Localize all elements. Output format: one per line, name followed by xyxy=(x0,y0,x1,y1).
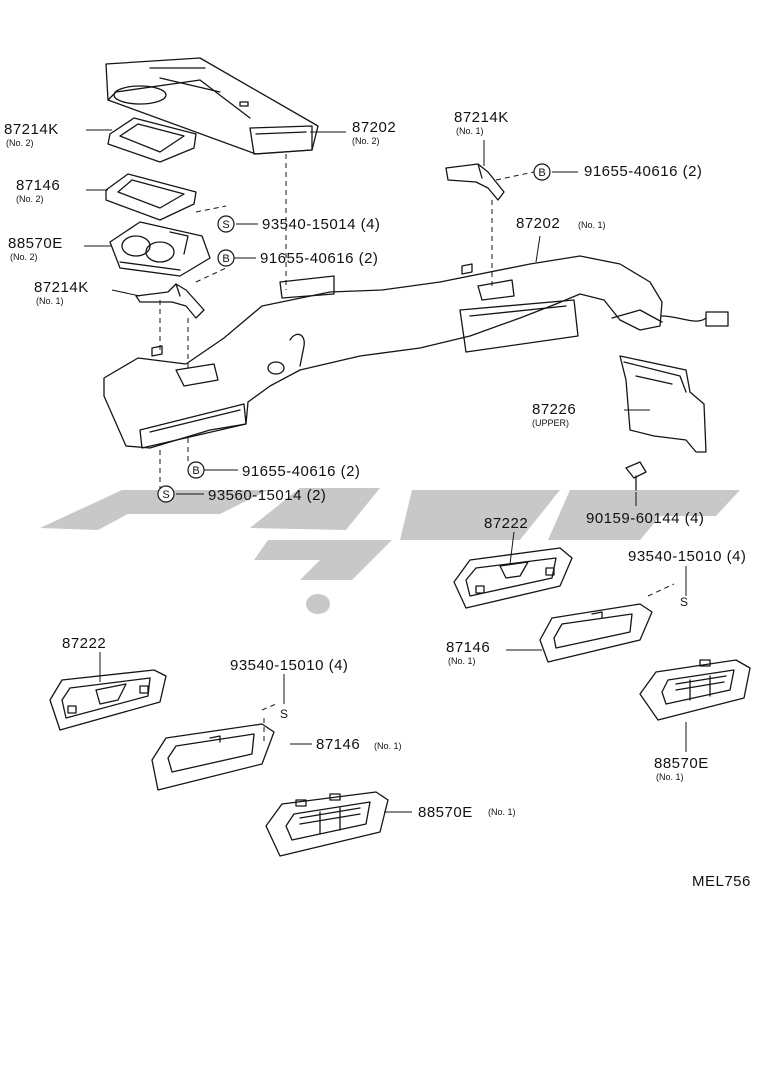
label-88570e-no2-sub: (No. 2) xyxy=(10,252,38,262)
register-88570e-no2 xyxy=(109,221,211,277)
label-88570e-no2: 88570E xyxy=(8,235,63,252)
label-screw-bottom: 93560-15014 (2) xyxy=(208,487,326,504)
register-88570e-no1-bottom xyxy=(265,791,389,857)
label-87214k-no2: 87214K xyxy=(4,121,59,138)
label-87146-no1-right-sub: (No. 1) xyxy=(448,656,476,666)
gasket-87146-no2 xyxy=(105,173,197,221)
clip-90159-60144 xyxy=(625,461,647,491)
label-87202-no1: 87202 xyxy=(516,215,560,232)
label-bolt-bottom: 91655-40616 (2) xyxy=(242,463,360,480)
label-87202-no2: 87202 xyxy=(352,119,396,136)
label-87222-left: 87222 xyxy=(62,635,106,652)
label-screw-left: 93540-15010 (4) xyxy=(230,657,348,674)
label-87222-right: 87222 xyxy=(484,515,528,532)
bezel-87222-right xyxy=(453,547,573,609)
bolt-symbol-top-right: B xyxy=(533,163,551,181)
label-87214k-no1-left: 87214K xyxy=(34,279,89,296)
watermark-logo xyxy=(40,488,740,614)
label-87202-no2-sub: (No. 2) xyxy=(352,136,380,146)
duct-87226-upper xyxy=(619,355,707,453)
svg-text:B: B xyxy=(222,253,229,265)
svg-text:B: B xyxy=(538,167,545,179)
screw-symbol-left: S xyxy=(280,707,288,721)
label-87214k-no1-right: 87214K xyxy=(454,109,509,126)
label-87202-no1-sub: (No. 1) xyxy=(578,220,606,230)
drawing-code: MEL756 xyxy=(692,873,751,890)
label-87146-no1-right: 87146 xyxy=(446,639,490,656)
screw-symbol-top: S xyxy=(217,215,235,233)
label-87146-no2-sub: (No. 2) xyxy=(16,194,44,204)
gasket-87146-no1-left xyxy=(151,723,275,791)
label-88570e-no1-right-sub: (No. 1) xyxy=(656,772,684,782)
watermark-shape-2 xyxy=(250,488,380,530)
screw-symbol-right: S xyxy=(680,595,688,609)
label-screw-top: 93540-15014 (4) xyxy=(262,216,380,233)
label-87146-no1-left: 87146 xyxy=(316,736,360,753)
gasket-87146-no1-right xyxy=(539,603,653,663)
assembly-lines xyxy=(159,154,675,742)
label-87214k-no2-sub: (No. 2) xyxy=(6,138,34,148)
bolt-symbol-bottom: B xyxy=(187,461,205,479)
watermark-shape-3 xyxy=(254,540,392,580)
bracket-87214k-no1-left xyxy=(135,283,205,319)
label-screw-right: 93540-15010 (4) xyxy=(628,548,746,565)
screw-symbol-bottom: S xyxy=(157,485,175,503)
duct-87202-no1 xyxy=(103,255,729,449)
svg-text:S: S xyxy=(222,219,229,231)
bezel-87222-left xyxy=(49,669,167,731)
watermark-shape-1 xyxy=(40,490,268,530)
duct-87202-no2 xyxy=(105,57,319,155)
label-87214k-no1-right-sub: (No. 1) xyxy=(456,126,484,136)
svg-text:B: B xyxy=(192,465,199,477)
label-87146-no2: 87146 xyxy=(16,177,60,194)
svg-text:S: S xyxy=(162,489,169,501)
part-labels: 87202 (No. 2) 87214K (No. 2) 87146 (No. … xyxy=(4,109,751,890)
watermark-shape-4 xyxy=(400,490,560,540)
bracket-87214k-no1-right xyxy=(445,163,505,201)
label-bolt-top-right: 91655-40616 (2) xyxy=(584,163,702,180)
label-87226-sub: (UPPER) xyxy=(532,418,569,428)
bolt-symbol-mid: B xyxy=(217,249,235,267)
label-bolt-mid: 91655-40616 (2) xyxy=(260,250,378,267)
gasket-87214k-no2 xyxy=(107,117,197,163)
register-88570e-no1-right xyxy=(639,659,751,721)
label-88570e-no1-bottom: 88570E xyxy=(418,804,473,821)
label-87226: 87226 xyxy=(532,401,576,418)
label-clip: 90159-60144 (4) xyxy=(586,510,704,527)
label-87214k-no1-left-sub: (No. 1) xyxy=(36,296,64,306)
watermark-dot xyxy=(306,594,330,614)
leader-lines xyxy=(84,129,687,813)
label-87146-no1-left-sub: (No. 1) xyxy=(374,741,402,751)
label-88570e-no1-bottom-sub: (No. 1) xyxy=(488,807,516,817)
label-88570e-no1-right: 88570E xyxy=(654,755,709,772)
watermark-shape-6 xyxy=(600,490,740,540)
